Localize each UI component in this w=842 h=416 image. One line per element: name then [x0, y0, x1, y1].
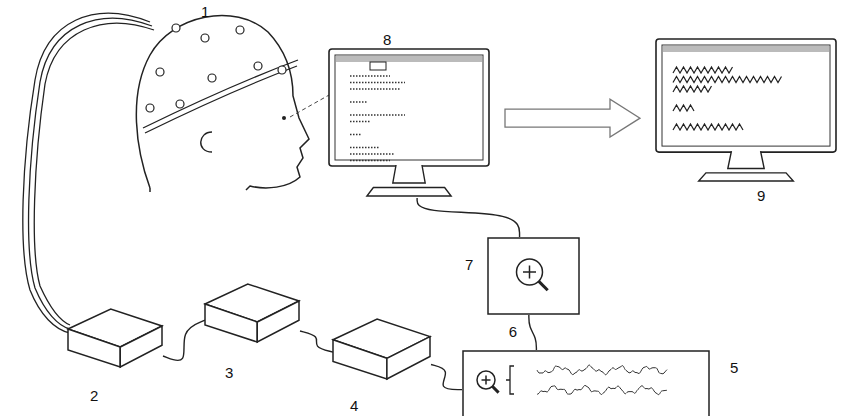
- cable: [417, 198, 519, 237]
- device-box: 3: [205, 283, 300, 343]
- head-profile: [136, 16, 309, 192]
- cable: [529, 315, 537, 350]
- node-outline: [462, 350, 710, 416]
- monitor-base: [699, 173, 794, 181]
- device-box: [333, 340, 387, 379]
- device-box: [120, 326, 162, 367]
- window-title-bar: [336, 56, 482, 62]
- callout-number: 4: [350, 398, 358, 413]
- monitor-bezel: [656, 39, 836, 152]
- node-outline: [333, 318, 431, 380]
- screen-text-row: [350, 75, 390, 76]
- node-outline: [205, 283, 300, 343]
- device-box: [68, 329, 120, 367]
- screen-text-row: [350, 134, 362, 135]
- electrode: [146, 24, 286, 112]
- device-box: [257, 301, 299, 342]
- eye: [282, 116, 286, 120]
- callout-number: 3: [225, 365, 233, 380]
- monitor: 8: [328, 48, 490, 198]
- screen-text-row: [350, 114, 405, 115]
- callout-number: 2: [90, 388, 98, 403]
- screen-wave-row: [673, 67, 733, 73]
- cap-band: [145, 66, 297, 133]
- eeg-waveform: [537, 365, 667, 375]
- monitor-bezel: [329, 49, 489, 166]
- node-outline: [68, 308, 163, 368]
- screen-wave-row: [673, 77, 782, 83]
- device-box: [387, 337, 430, 379]
- monitor-screen: [662, 45, 830, 146]
- analysis-box: [488, 238, 579, 314]
- head-cable: [23, 13, 154, 333]
- transform-arrow: [505, 99, 640, 137]
- screen-text-row: [350, 160, 390, 161]
- callout-number: 7: [465, 257, 473, 272]
- screen-text-row: [350, 88, 400, 89]
- callout-number: 6: [507, 323, 519, 340]
- screen-wave-row: [673, 124, 743, 130]
- monitor-neck: [393, 165, 425, 183]
- screen-wave-row: [673, 105, 694, 111]
- callout-number: 8: [383, 32, 391, 47]
- device-box: 7: [487, 237, 580, 315]
- node-outline: [655, 38, 837, 183]
- screen-text-row: [350, 82, 405, 83]
- cable: [163, 320, 205, 360]
- screen-text-row: [350, 121, 370, 122]
- screen-wave-row: [673, 86, 712, 92]
- ear: [201, 132, 212, 152]
- screen-text-row: [350, 153, 395, 154]
- magnifier-icon: [477, 371, 499, 393]
- device-box: 5: [462, 350, 710, 416]
- signal-panel: [463, 351, 709, 416]
- screen-text-row: [350, 101, 368, 102]
- device-box: 2: [68, 308, 163, 368]
- callout-number: 5: [730, 360, 738, 375]
- screen-text-row: [350, 147, 380, 148]
- cable: [431, 365, 462, 390]
- node-outline: [328, 48, 490, 198]
- window-title-bar: [663, 46, 829, 52]
- device-box: 4: [333, 318, 431, 380]
- monitor-screen: [335, 55, 483, 160]
- callout-number: 9: [757, 188, 765, 203]
- callout-number: 1: [201, 4, 209, 19]
- monitor: 9: [655, 38, 837, 183]
- device-box: [205, 304, 257, 342]
- eeg-waveform: [537, 385, 667, 394]
- gaze-target: [370, 62, 386, 70]
- magnifier-icon: [517, 259, 548, 290]
- bracket: [506, 366, 514, 394]
- node-outline: [487, 237, 580, 315]
- cap-band: [143, 60, 298, 128]
- monitor-base: [367, 188, 451, 197]
- cable: [300, 331, 333, 352]
- monitor-neck: [728, 151, 764, 168]
